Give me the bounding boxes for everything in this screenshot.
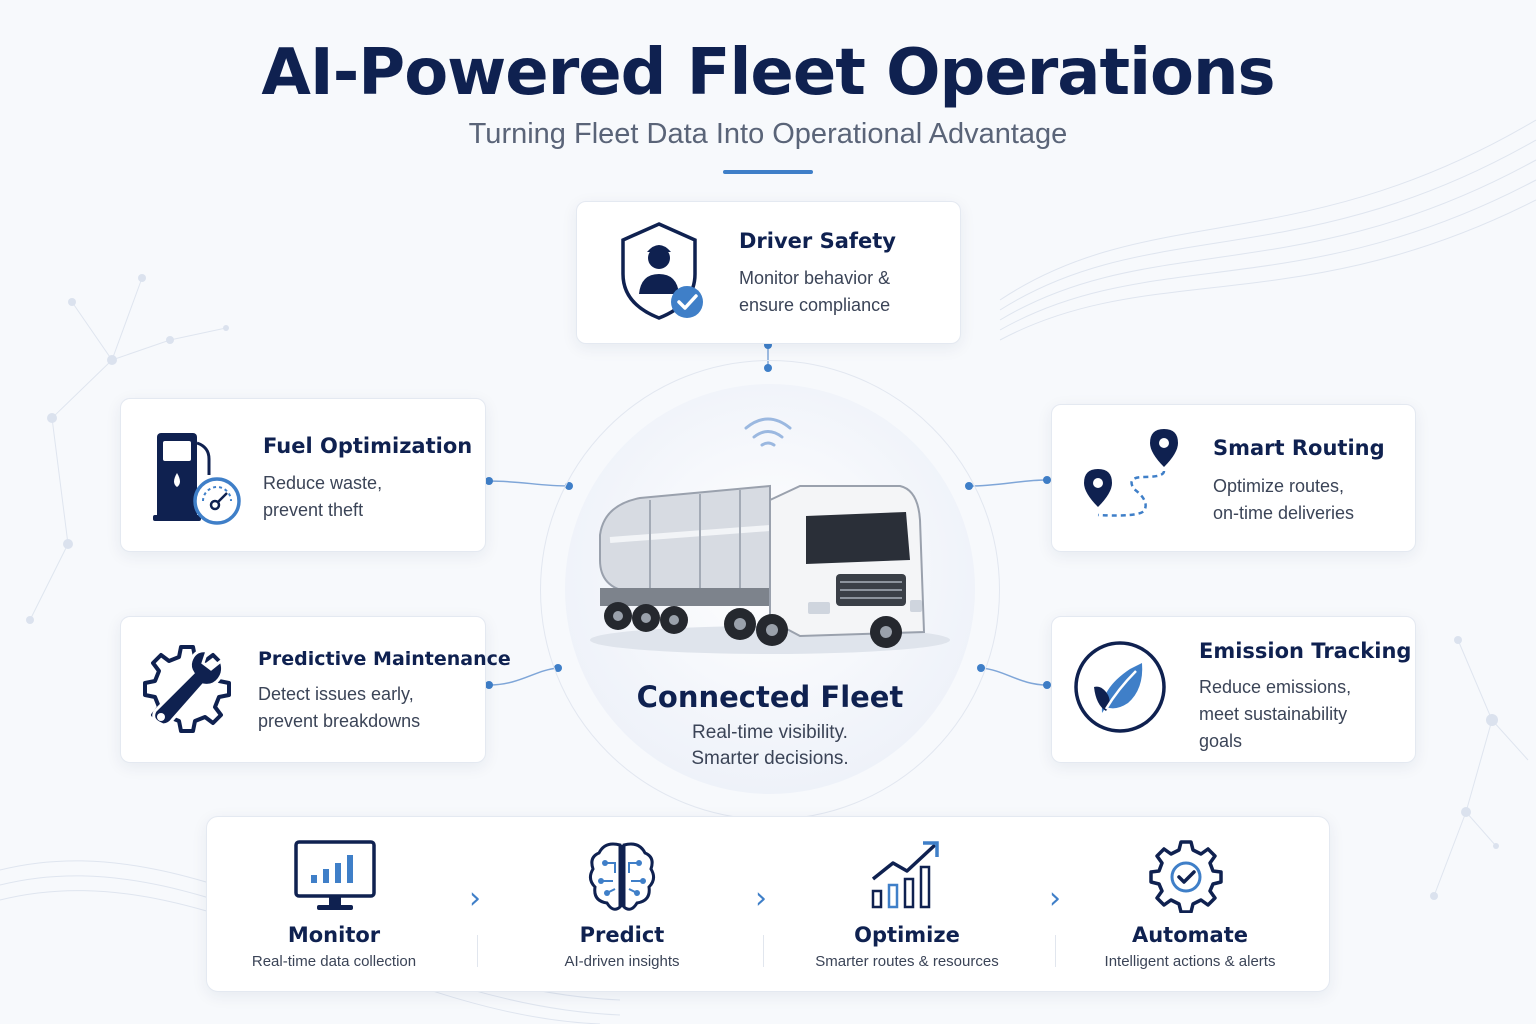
page-title: AI-Powered Fleet Operations xyxy=(261,36,1275,110)
smart-routing-description: Optimize routes, on-time deliveries xyxy=(1213,476,1355,523)
step-separator xyxy=(763,935,764,967)
feature-card-smart-routing[interactable]: Smart Routing Optimize routes, on-time d… xyxy=(1051,404,1416,552)
monitor-chart-icon xyxy=(294,840,376,910)
gear-check-icon xyxy=(1149,840,1223,913)
predictive-maintenance-title: Predictive Maintenance xyxy=(258,648,511,670)
brain-circuit-icon xyxy=(588,842,656,911)
automate-description: Intelligent actions & alerts xyxy=(1104,953,1276,970)
monitor-title: Monitor xyxy=(287,923,381,947)
process-strip: Monitor Real-time data collection › Pred… xyxy=(206,816,1330,992)
optimize-description: Smarter routes & resources xyxy=(815,953,999,970)
growth-chart-icon xyxy=(871,841,939,909)
process-step-optimize[interactable]: Optimize Smarter routes & resources xyxy=(797,817,1017,993)
step-separator xyxy=(1055,935,1056,967)
title-divider xyxy=(723,170,813,174)
feature-card-emission-tracking[interactable]: Emission Tracking Reduce emissions, meet… xyxy=(1051,616,1416,763)
page-subtitle: Turning Fleet Data Into Operational Adva… xyxy=(468,118,1068,150)
automate-title: Automate xyxy=(1131,923,1248,947)
hub-title: Connected Fleet xyxy=(636,680,904,714)
process-step-monitor[interactable]: Monitor Real-time data collection xyxy=(227,817,441,993)
shield-driver-icon xyxy=(621,222,703,320)
chevron-right-icon: › xyxy=(1049,881,1061,916)
driver-safety-description: Monitor behavior & ensure compliance xyxy=(739,268,891,315)
feature-card-predictive-maintenance[interactable]: Predictive Maintenance Detect issues ear… xyxy=(120,616,511,763)
wifi-icon xyxy=(744,417,792,447)
predictive-maintenance-description: Detect issues early, prevent breakdowns xyxy=(258,684,421,731)
monitor-description: Real-time data collection xyxy=(251,953,417,970)
smart-routing-title: Smart Routing xyxy=(1213,436,1385,460)
hub-description: Real-time visibility. Smarter decisions. xyxy=(691,722,849,769)
fuel-optimization-title: Fuel Optimization xyxy=(263,434,473,458)
emission-tracking-title: Emission Tracking xyxy=(1199,639,1412,663)
step-separator xyxy=(477,935,478,967)
predict-title: Predict xyxy=(579,923,665,947)
process-step-predict[interactable]: Predict AI-driven insights xyxy=(515,817,729,993)
chevron-right-icon: › xyxy=(755,881,767,916)
wrench-gear-icon xyxy=(143,645,231,733)
leaf-icon xyxy=(1074,641,1166,733)
driver-safety-title: Driver Safety xyxy=(739,229,896,253)
predict-description: AI-driven insights xyxy=(564,953,680,970)
process-step-automate[interactable]: Automate Intelligent actions & alerts xyxy=(1083,817,1297,993)
optimize-title: Optimize xyxy=(854,923,960,947)
feature-card-fuel-optimization[interactable]: Fuel Optimization Reduce waste, prevent … xyxy=(120,398,486,552)
chevron-right-icon: › xyxy=(469,881,481,916)
emission-tracking-description: Reduce emissions, meet sustainability go… xyxy=(1199,677,1352,751)
route-pins-icon xyxy=(1084,429,1178,517)
fuel-pump-gauge-icon xyxy=(153,433,241,525)
fuel-optimization-description: Reduce waste, prevent theft xyxy=(263,473,383,520)
feature-card-driver-safety[interactable]: Driver Safety Monitor behavior & ensure … xyxy=(576,201,961,344)
